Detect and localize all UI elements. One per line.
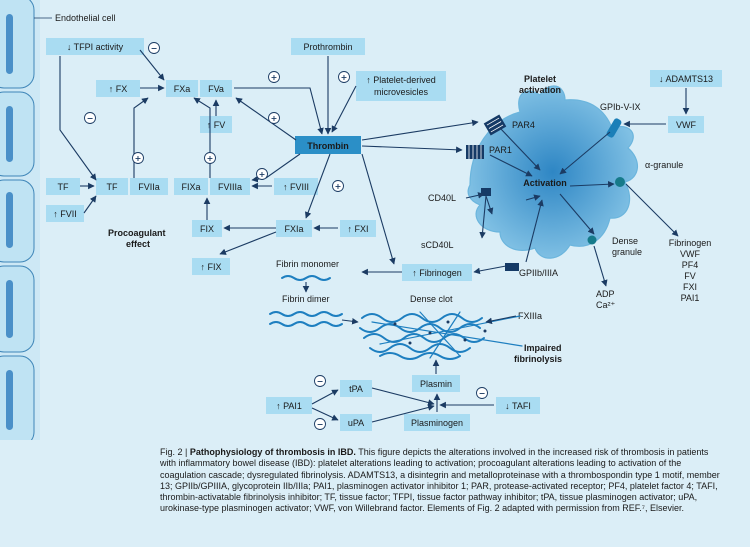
platelet-activation-label-2: activation: [519, 85, 561, 95]
effect-symbols: − − + + + + + + + − − −: [84, 42, 488, 430]
box-fibrinogen: ↑ Fibrinogen: [412, 268, 462, 278]
adp-label: ADP: [596, 289, 615, 299]
endothelial-layer: Endothelial cell: [0, 0, 116, 440]
fibrin-dimer-label: Fibrin dimer: [282, 294, 330, 304]
par4-receptor: [483, 114, 507, 136]
alpha-content-4: FXI: [683, 282, 697, 292]
procoagulant-label-2: effect: [126, 239, 150, 249]
box-tf: TF: [107, 182, 118, 192]
box-plasmin: Plasmin: [420, 379, 452, 389]
minus-icon: −: [317, 377, 324, 386]
box-pai1: ↑ PAI1: [276, 401, 302, 411]
box-thrombin: Thrombin: [307, 141, 349, 151]
box-fviia: FVIIa: [138, 182, 160, 192]
procoagulant-label-1: Procoagulant: [108, 228, 166, 238]
plus-icon: +: [271, 114, 278, 123]
box-tf-left: TF: [58, 182, 69, 192]
alpha-content-1: VWF: [680, 249, 700, 259]
arrows: [59, 49, 690, 423]
cd40l-receptor: [481, 188, 491, 196]
alpha-granule-icon: [615, 177, 625, 187]
box-adamts13: ↓ ADAMTS13: [659, 74, 713, 84]
alpha-content-0: Fibrinogen: [669, 238, 712, 248]
platelet: Platelet activation Activation PAR4 PAR1…: [421, 74, 683, 278]
box-fviiia: FVIIIa: [218, 182, 242, 192]
fxiiia-crosslinks: [393, 320, 487, 345]
dense-granule-icon: [587, 235, 597, 245]
box-microvesicles-2: microvesicles: [374, 87, 429, 97]
box-fxia: FXIa: [284, 224, 303, 234]
activation-label: Activation: [523, 178, 567, 188]
alpha-contents: Fibrinogen VWF PF4 FV FXI PAI1: [669, 238, 712, 303]
box-fvii-up: ↑ FVII: [53, 209, 77, 219]
minus-icon: −: [317, 420, 324, 429]
box-fx: ↑ FX: [109, 84, 128, 94]
cd40l-label: CD40L: [428, 193, 456, 203]
boxes: ↓ TFPI activity FXa FVa ↑ FX ↑ FV Prothr…: [46, 38, 722, 431]
box-fv: ↑ FV: [207, 120, 226, 130]
alpha-content-2: PF4: [682, 260, 699, 270]
alpha-content-5: PAI1: [681, 293, 700, 303]
plus-icon: +: [335, 182, 342, 191]
plus-icon: +: [341, 73, 348, 82]
box-microvesicles-1: ↑ Platelet-derived: [366, 75, 436, 85]
box-tafi: ↓ TAFI: [505, 401, 531, 411]
par4-label: PAR4: [512, 120, 535, 130]
box-fixa: FIXa: [181, 182, 200, 192]
plus-icon: +: [271, 73, 278, 82]
box-fviii: ↑ FVIII: [283, 182, 309, 192]
impaired-label-1: Impaired: [524, 343, 562, 353]
box-tfpi: ↓ TFPI activity: [67, 42, 124, 52]
thrombosis-diagram: Endothelial cell Platelet activation Act…: [0, 0, 722, 440]
par1-label: PAR1: [489, 145, 512, 155]
fibrin-strands: [269, 275, 523, 360]
caption-title: Pathophysiology of thrombosis in IBD.: [189, 447, 356, 457]
minus-icon: −: [87, 114, 94, 123]
endothelial-label: Endothelial cell: [55, 13, 116, 23]
box-prothrombin: Prothrombin: [303, 42, 352, 52]
plus-icon: +: [207, 154, 214, 163]
box-fix-up: ↑ FIX: [200, 262, 221, 272]
fibrin-monomer-label: Fibrin monomer: [276, 259, 339, 269]
minus-icon: −: [479, 389, 486, 398]
minus-icon: −: [151, 44, 158, 53]
gpiib-label: GPIIb/IIIA: [519, 268, 558, 278]
alpha-content-3: FV: [684, 271, 696, 281]
plus-icon: +: [135, 154, 142, 163]
box-vwf: VWF: [676, 120, 696, 130]
dense-granule-label-1: Dense: [612, 236, 638, 246]
caption-fig: Fig. 2 |: [160, 447, 190, 457]
alpha-granule-label: α-granule: [645, 160, 683, 170]
figure-caption: Fig. 2 | Pathophysiology of thrombosis i…: [160, 447, 720, 515]
ca-label: Ca²⁺: [596, 300, 616, 310]
box-upa: uPA: [348, 418, 364, 428]
par1-receptor: [466, 145, 484, 159]
caption-text: This figure depicts the alterations invo…: [160, 447, 720, 514]
plus-icon: +: [259, 170, 266, 179]
box-fix: FIX: [200, 224, 214, 234]
gpib-receptor: [606, 118, 622, 138]
box-tpa: tPA: [349, 384, 363, 394]
gpib-label: GPIb-V-IX: [600, 102, 641, 112]
dense-clot-label: Dense clot: [410, 294, 453, 304]
box-fxa: FXa: [174, 84, 191, 94]
fxiiia-label: FXIIIa: [518, 311, 542, 321]
dense-granule-label-2: granule: [612, 247, 642, 257]
scd40l-label: sCD40L: [421, 240, 454, 250]
impaired-label-2: fibrinolysis: [514, 354, 562, 364]
platelet-activation-label-1: Platelet: [524, 74, 556, 84]
gpiib-receptor: [505, 263, 519, 271]
box-plasminogen: Plasminogen: [411, 418, 463, 428]
box-fxi: ↑ FXI: [347, 224, 368, 234]
box-fva: FVa: [208, 84, 224, 94]
